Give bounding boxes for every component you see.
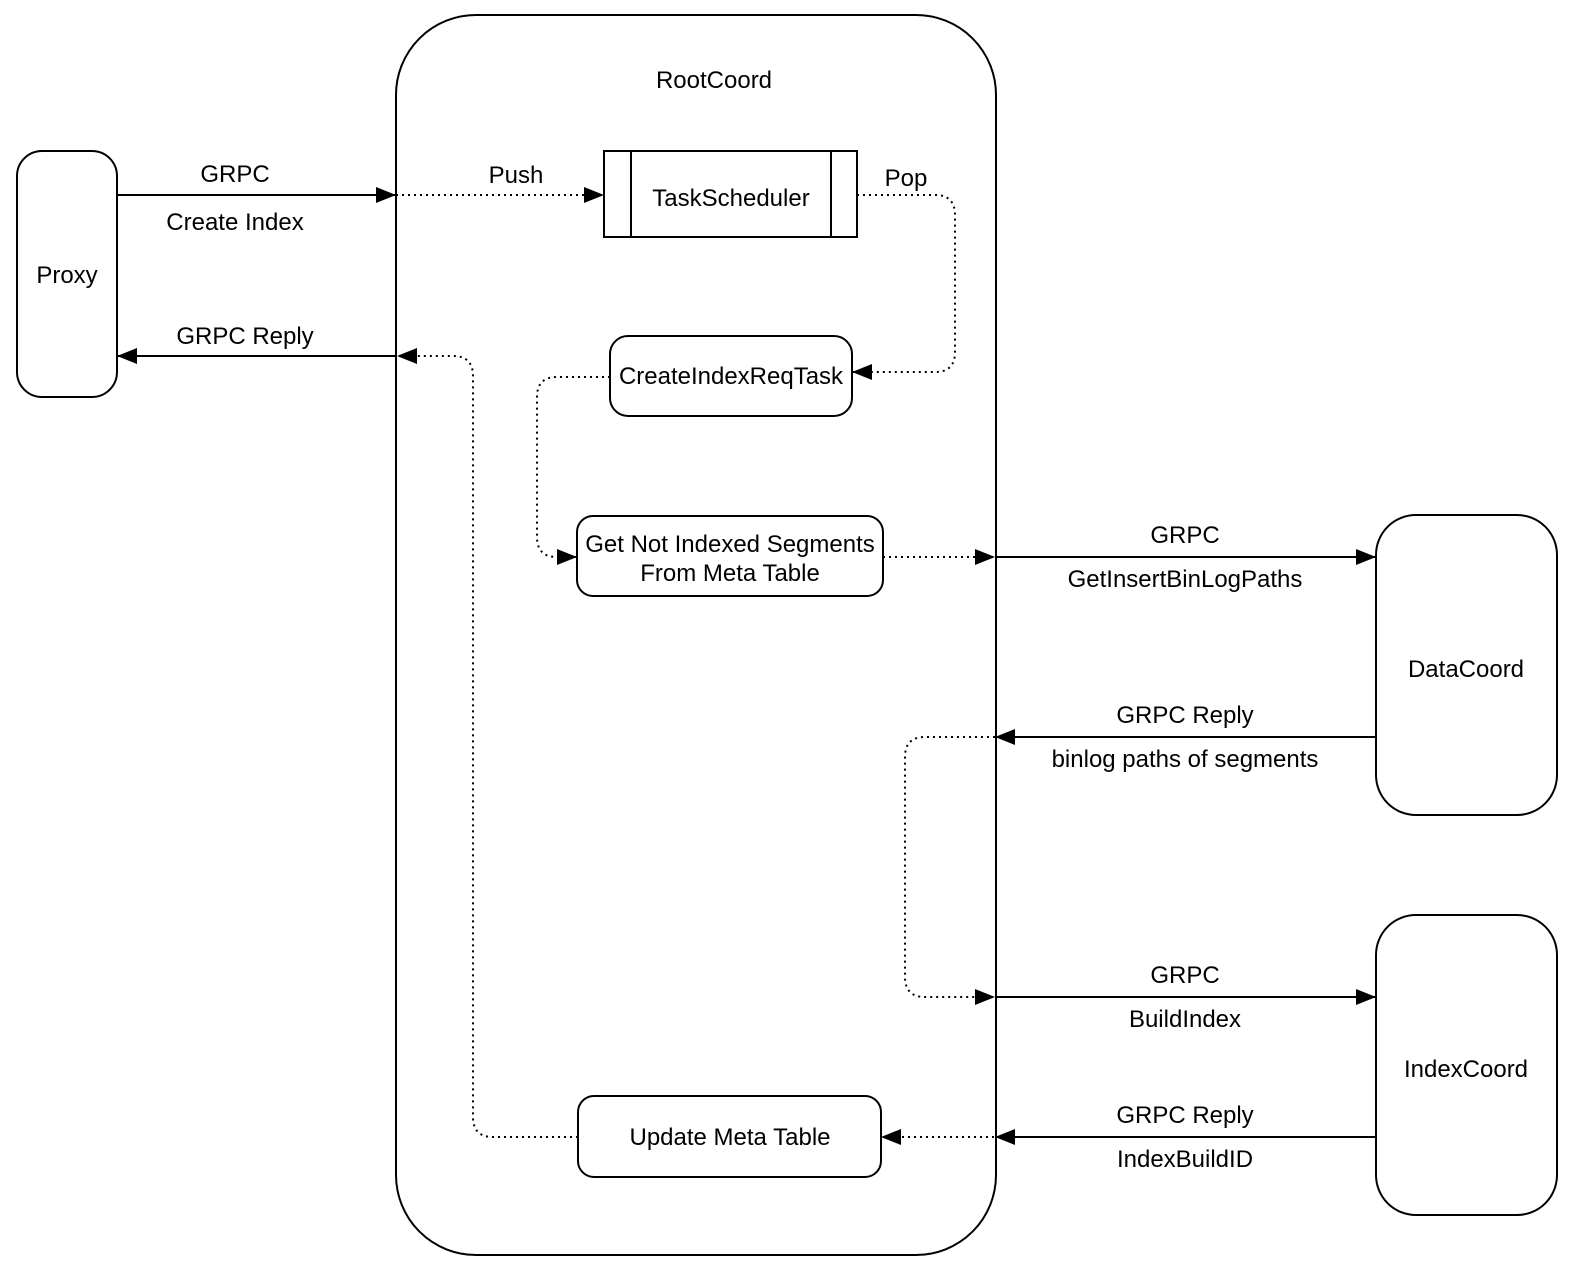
edge-grpc-buildindex-message-label: BuildIndex xyxy=(1129,1006,1241,1033)
update-meta-table-label: Update Meta Table xyxy=(629,1124,830,1151)
edge-grpc-create-index-protocol-label: GRPC xyxy=(200,161,269,188)
edge-binlog-to-buildindex-connector xyxy=(904,736,995,1005)
taskscheduler-node-group: TaskScheduler xyxy=(603,150,858,238)
rootcoord-container xyxy=(395,14,997,1256)
edge-binlog-to-buildindex-connector-line xyxy=(904,736,995,1005)
datacoord-label: DataCoord xyxy=(1408,656,1524,683)
createindexreqtask-label: CreateIndexReqTask xyxy=(619,363,844,390)
edge-grpc-reply-to-proxy: GRPC Reply xyxy=(117,323,396,364)
edge-grpc-reply-binlog-protocol-label: GRPC Reply xyxy=(1116,702,1253,729)
indexcoord-label: IndexCoord xyxy=(1404,1056,1528,1083)
get-not-indexed-segments-label-line2: From Meta Table xyxy=(640,560,820,587)
edge-grpc-reply-binlog-message-label: binlog paths of segments xyxy=(1052,746,1319,773)
createindexreqtask-node-group: CreateIndexReqTask xyxy=(609,335,853,417)
edge-pop-line xyxy=(852,194,956,380)
edge-grpc-reply-binlog: GRPC Reply binlog paths of segments xyxy=(995,702,1376,773)
edge-update-meta-to-reply xyxy=(397,348,578,1138)
edge-push-label: Push xyxy=(489,162,544,189)
edge-pop: Pop xyxy=(852,165,956,380)
edge-grpc-reply-to-proxy-label: GRPC Reply xyxy=(176,323,313,350)
taskscheduler-label: TaskScheduler xyxy=(652,185,809,212)
edge-grpc-create-index: GRPC Create Index xyxy=(117,161,396,236)
edge-grpc-reply-indexbuildid: GRPC Reply IndexBuildID xyxy=(995,1102,1376,1173)
edge-grpc-buildindex: GRPC BuildIndex xyxy=(996,962,1376,1033)
edge-update-meta-to-reply-line xyxy=(397,348,578,1138)
edge-grpc-getinsertbinlogpaths-message-label: GetInsertBinLogPaths xyxy=(1068,566,1303,593)
datacoord-node xyxy=(1375,514,1558,816)
edge-push: Push xyxy=(396,162,604,203)
edge-grpc-getinsertbinlogpaths-protocol-label: GRPC xyxy=(1150,522,1219,549)
proxy-label: Proxy xyxy=(36,262,97,289)
indexcoord-node-group: IndexCoord xyxy=(1375,914,1558,1216)
edge-grpc-create-index-message-label: Create Index xyxy=(166,209,303,236)
taskscheduler-node xyxy=(603,150,858,238)
get-not-indexed-segments-node-group: Get Not Indexed Segments From Meta Table xyxy=(576,515,884,597)
proxy-node-group: Proxy xyxy=(16,150,118,398)
update-meta-table-node-group: Update Meta Table xyxy=(577,1095,882,1178)
datacoord-node-group: DataCoord xyxy=(1375,514,1558,816)
edge-grpc-buildindex-protocol-label: GRPC xyxy=(1150,962,1219,989)
edge-task-to-get-segments-line xyxy=(536,376,610,565)
rootcoord-label: RootCoord xyxy=(656,67,772,94)
proxy-node xyxy=(16,150,118,398)
rootcoord-container-group: RootCoord xyxy=(395,14,997,1256)
edge-task-to-get-segments xyxy=(536,376,610,565)
edge-grpc-getinsertbinlogpaths: GRPC GetInsertBinLogPaths xyxy=(996,522,1376,593)
edge-grpc-reply-indexbuildid-protocol-label: GRPC Reply xyxy=(1116,1102,1253,1129)
indexcoord-node xyxy=(1375,914,1558,1216)
edge-grpc-reply-indexbuildid-message-label: IndexBuildID xyxy=(1117,1146,1253,1173)
get-not-indexed-segments-label-line1: Get Not Indexed Segments xyxy=(585,531,875,558)
edge-pop-label: Pop xyxy=(885,165,928,192)
